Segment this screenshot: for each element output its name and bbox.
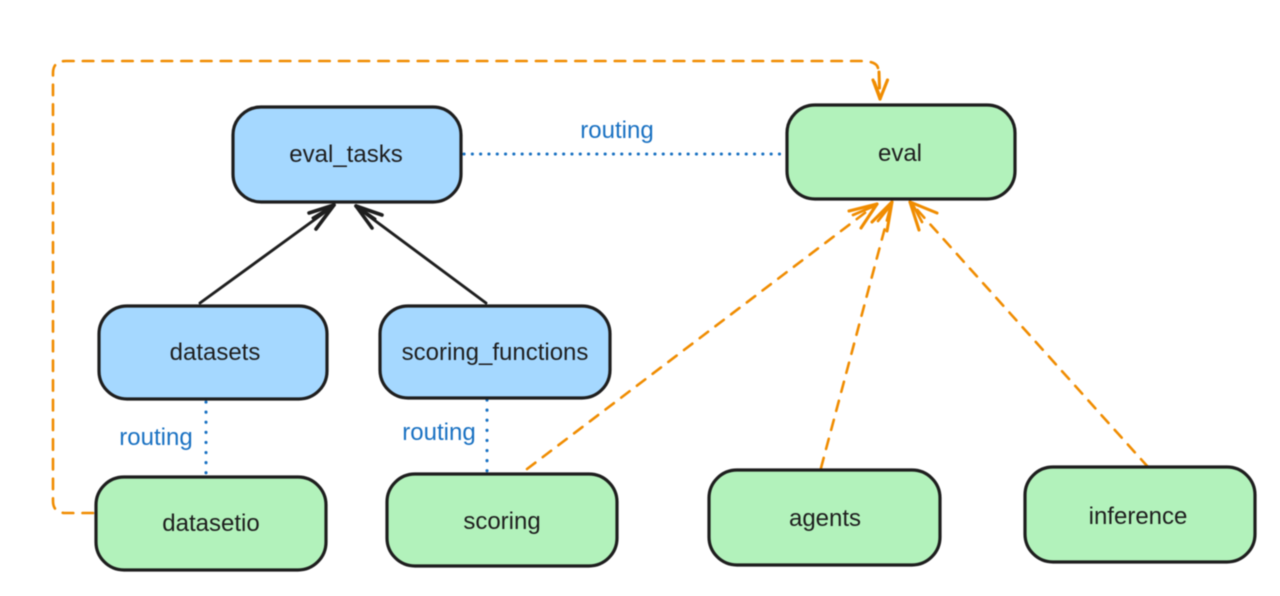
svg-text:eval_tasks: eval_tasks (289, 141, 402, 168)
svg-text:routing: routing (402, 419, 475, 446)
svg-text:inference: inference (1089, 503, 1188, 530)
svg-text:agents: agents (789, 505, 861, 532)
svg-text:datasetio: datasetio (162, 510, 259, 537)
svg-text:eval: eval (878, 140, 922, 167)
svg-text:routing: routing (580, 117, 653, 144)
svg-text:scoring_functions: scoring_functions (402, 339, 589, 366)
svg-text:routing: routing (119, 424, 192, 451)
svg-text:scoring: scoring (463, 508, 540, 535)
svg-text:datasets: datasets (170, 339, 261, 366)
